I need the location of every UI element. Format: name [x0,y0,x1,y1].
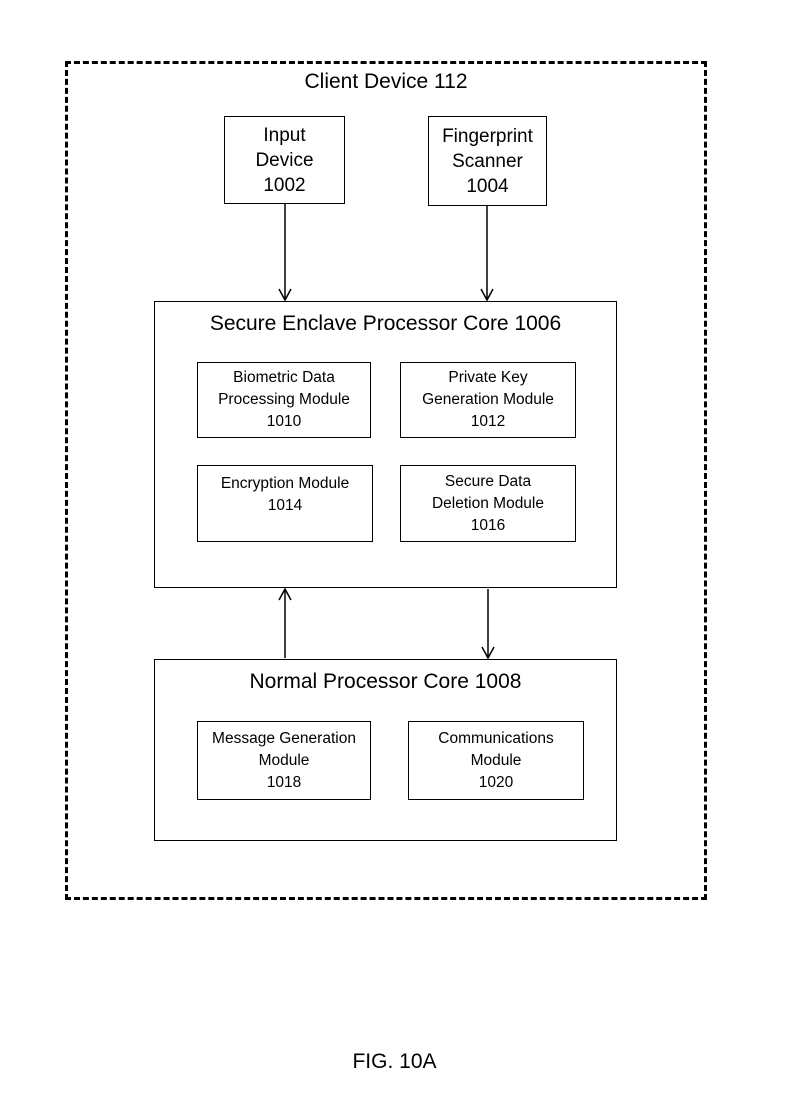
module-line: Message Generation [212,729,356,747]
module-line: Communications [438,729,554,747]
module-label: Biometric Data Processing Module 1010 [198,363,370,437]
client-device-container [65,61,707,900]
module-line: Biometric Data [233,369,335,386]
module-line: Secure Data [444,472,532,490]
fingerprint-scanner-line: Scanner [452,150,523,172]
input-device-line: Input [263,124,306,146]
input-device-line: Device [255,149,314,171]
input-device-label: Input Device 1002 [225,117,344,203]
figure-label: FIG. 10A [352,1050,437,1073]
fingerprint-scanner-box: Fingerprint Scanner 1004 [428,116,547,206]
module-line: Deletion Module [431,494,544,512]
arrowhead [481,646,495,660]
module-line: Encryption Module [220,475,350,492]
arrowhead [278,288,292,302]
secure-data-deletion-module-box: Secure Data Deletion Module 1016 [400,465,576,542]
private-key-module-box: Private Key Generation Module 1012 [400,362,576,438]
input-device-box: Input Device 1002 [224,116,345,204]
fingerprint-scanner-line: 1004 [466,175,509,197]
encryption-module-box: Encryption Module 1014 [197,465,373,542]
module-line: 1010 [266,413,302,430]
normal-core-title: Normal Processor Core 1008 [249,670,522,693]
message-generation-module-box: Message Generation Module 1018 [197,721,371,800]
module-line: 1020 [478,773,514,791]
module-line: 1016 [470,516,506,534]
fingerprint-scanner-line: Fingerprint [442,125,533,147]
module-label: Secure Data Deletion Module 1016 [401,466,575,541]
module-line: Module [258,751,310,769]
client-device-title: Client Device 112 [304,70,468,93]
module-line: 1018 [266,773,302,791]
module-label: Private Key Generation Module 1012 [401,363,575,437]
module-label: Encryption Module 1014 [198,466,372,548]
module-line: 1014 [267,497,303,514]
module-line: Module [470,751,522,769]
module-line: Generation Module [422,391,554,408]
module-line: 1012 [470,413,506,430]
fingerprint-scanner-label: Fingerprint Scanner 1004 [429,117,546,205]
biometric-data-module-box: Biometric Data Processing Module 1010 [197,362,371,438]
module-label: Message Generation Module 1018 [198,722,370,799]
secure-enclave-core-title: Secure Enclave Processor Core 1006 [209,312,562,335]
input-device-line: 1002 [263,174,306,196]
arrowhead [278,587,292,601]
module-label: Communications Module 1020 [409,722,583,799]
communications-module-box: Communications Module 1020 [408,721,584,800]
module-line: Processing Module [218,391,350,408]
module-line: Private Key [448,369,528,386]
arrowhead [480,288,494,302]
